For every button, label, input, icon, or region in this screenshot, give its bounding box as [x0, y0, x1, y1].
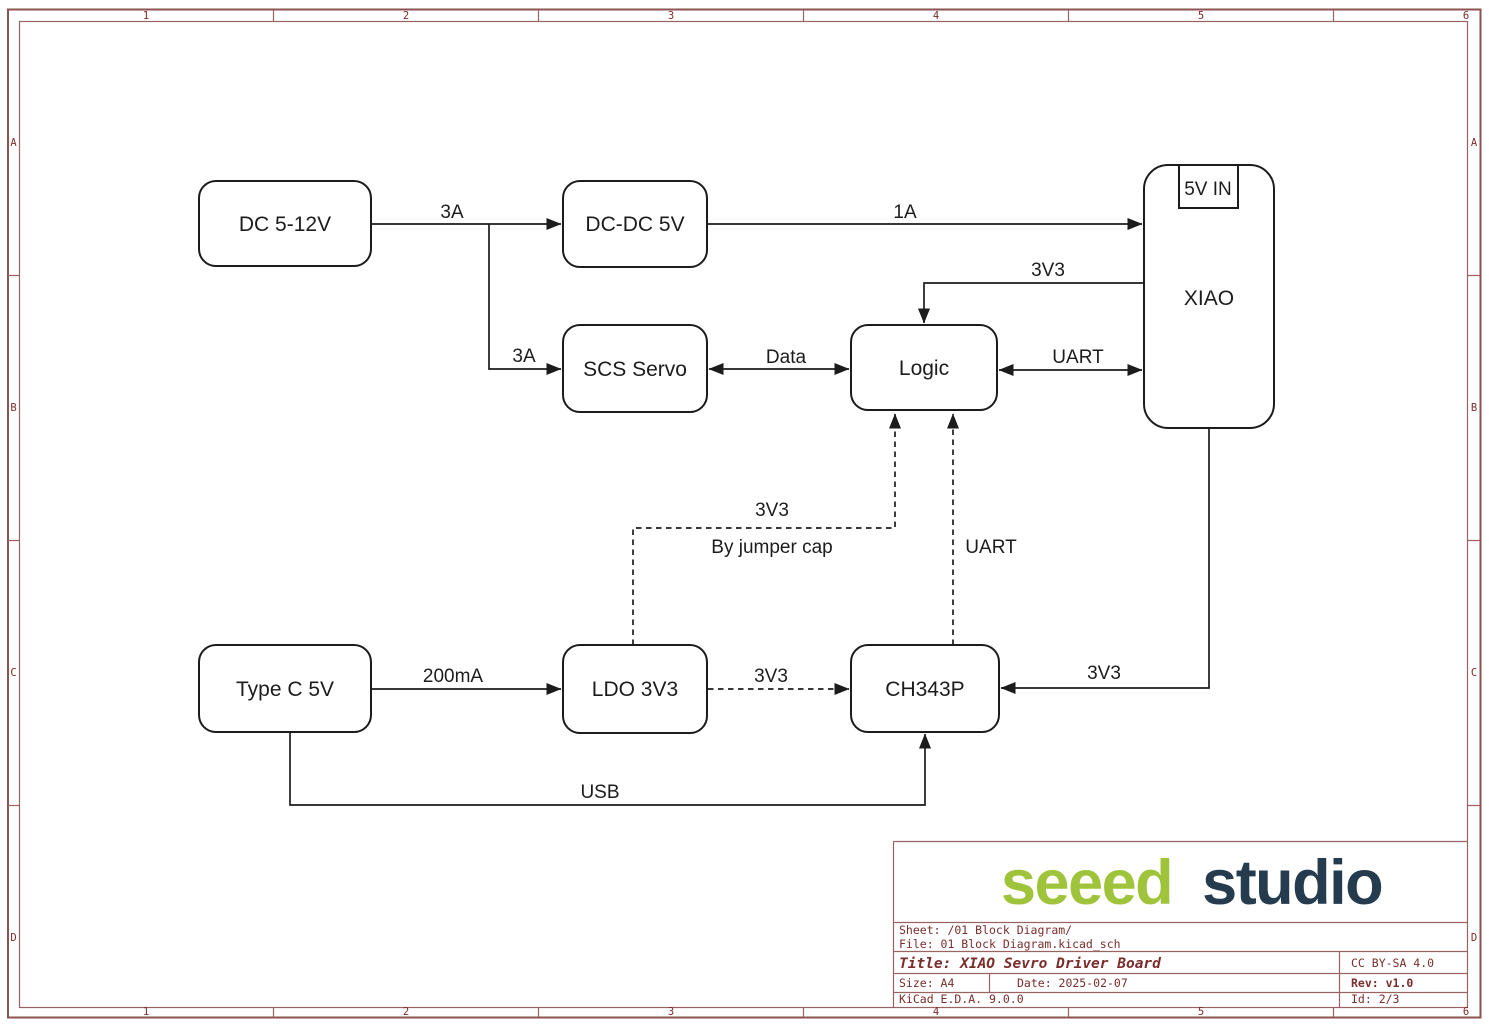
wire-label-3v3-xiao-ch343p: 3V3 [1087, 663, 1121, 684]
blocks: DC 5-12V DC-DC 5V SCS Servo Logic 5V IN … [198, 164, 1275, 734]
block-ch343p-label: CH343P [885, 678, 964, 701]
border-col-label: 5 [1198, 10, 1204, 22]
wire-label-3a-top: 3A [440, 202, 464, 223]
titleblock-sheet: Sheet: /01 Block Diagram/ [899, 923, 1072, 937]
titleblock-size: Size: A4 [899, 976, 954, 990]
border-labels: 1 2 3 4 5 6 1 2 3 4 5 6 A B C D A B C D [10, 10, 1478, 1018]
titleblock-date: Date: 2025-02-07 [1017, 976, 1128, 990]
border-row-label: A [1471, 137, 1478, 149]
logo-seeed: seeed [1001, 848, 1172, 918]
border-row-label: C [10, 667, 16, 679]
border-col-label: 2 [403, 1006, 409, 1018]
block-dc-input-label: DC 5-12V [239, 213, 331, 236]
block-dcdc-box [562, 180, 708, 268]
wires [289, 218, 1210, 806]
border-row-label: B [1471, 402, 1477, 414]
wire-label-3v3-xiao-logic: 3V3 [1031, 260, 1065, 281]
wire-label-data: Data [766, 347, 807, 368]
block-ldo-label: LDO 3V3 [592, 678, 678, 701]
border-col-label: 4 [933, 10, 939, 22]
titleblock: seeed studio Sheet: /01 Block Diagram/ F… [892, 840, 1468, 1008]
block-dc-input-box [198, 180, 372, 267]
logo-studio: studio [1202, 848, 1382, 918]
wire-label-1a: 1A [893, 202, 917, 223]
border-row-label: A [10, 137, 17, 149]
block-ldo-box [562, 644, 708, 734]
border-row-label: B [10, 402, 16, 414]
wire-label-usb: USB [580, 782, 619, 803]
xiao-5v-in-port-label: 5V IN [1184, 179, 1232, 200]
wire-typec-to-ch343p-usb [289, 732, 931, 806]
wire-label-3v3-ldo-ch343p: 3V3 [754, 666, 788, 687]
titleblock-fields: Sheet: /01 Block Diagram/ File: 01 Block… [899, 923, 1434, 1006]
border-ticks [8, 10, 1480, 1017]
block-logic-box [850, 324, 998, 411]
block-type-c-box [198, 644, 372, 733]
block-dcdc-label: DC-DC 5V [585, 213, 684, 236]
border-col-label: 3 [668, 1006, 674, 1018]
border-col-label: 5 [1198, 1006, 1204, 1018]
block-ch343p-box [850, 644, 1000, 733]
seeed-studio-logo: seeed studio [1001, 848, 1382, 918]
titleblock-license: CC BY-SA 4.0 [1351, 956, 1434, 970]
border-row-label: C [1471, 667, 1477, 679]
wire-ldo-to-logic-jumper [632, 413, 901, 645]
border-col-label: 2 [403, 10, 409, 22]
border-col-label: 6 [1463, 1006, 1469, 1018]
border-col-label: 1 [143, 10, 149, 22]
titleblock-grid [892, 840, 1468, 1008]
border-col-label: 1 [143, 1006, 149, 1018]
wire-label-uart-ch343p: UART [965, 537, 1017, 558]
block-scs-servo-label: SCS Servo [583, 358, 687, 381]
sheet-border: 1 2 3 4 5 6 1 2 3 4 5 6 A B C D A B C D [7, 8, 1482, 1019]
sheet-border-outer [7, 8, 1482, 1019]
wire-labels: 3A 3A 1A 3V3 Data UART 3V3 By jumper cap… [423, 202, 1121, 803]
wire-label-uart-logic-xiao: UART [1052, 347, 1104, 368]
block-scs-servo-box [562, 324, 708, 413]
wire-label-200ma: 200mA [423, 666, 484, 687]
wire-xiao-to-ch343p-3v3 [1000, 428, 1210, 694]
wire-dc-to-scs [488, 224, 562, 375]
border-col-label: 4 [933, 1006, 939, 1018]
titleblock-generator: KiCad E.D.A. 9.0.0 [899, 992, 1024, 1006]
border-row-label: D [1471, 932, 1477, 944]
wire-label-by-jumper-cap: By jumper cap [711, 537, 832, 558]
wire-xiao-to-logic-3v3 [918, 282, 1144, 324]
xiao-5v-in-port-box [1178, 164, 1239, 209]
block-logic-label: Logic [899, 357, 949, 380]
block-xiao-label: XIAO [1184, 287, 1234, 310]
border-col-label: 6 [1463, 10, 1469, 22]
sheet-border-inner [18, 20, 1469, 1009]
wire-label-3v3-jumper: 3V3 [755, 500, 789, 521]
border-col-label: 3 [668, 10, 674, 22]
block-type-c-label: Type C 5V [236, 678, 334, 701]
titleblock-file: File: 01 Block Diagram.kicad_sch [899, 937, 1121, 951]
titleblock-id: Id: 2/3 [1351, 992, 1400, 1006]
wire-label-3a-branch: 3A [512, 346, 536, 367]
titleblock-rev: Rev: v1.0 [1351, 976, 1413, 990]
titleblock-title: Title: XIAO Sevro Driver Board [899, 956, 1161, 972]
border-row-label: D [10, 932, 16, 944]
